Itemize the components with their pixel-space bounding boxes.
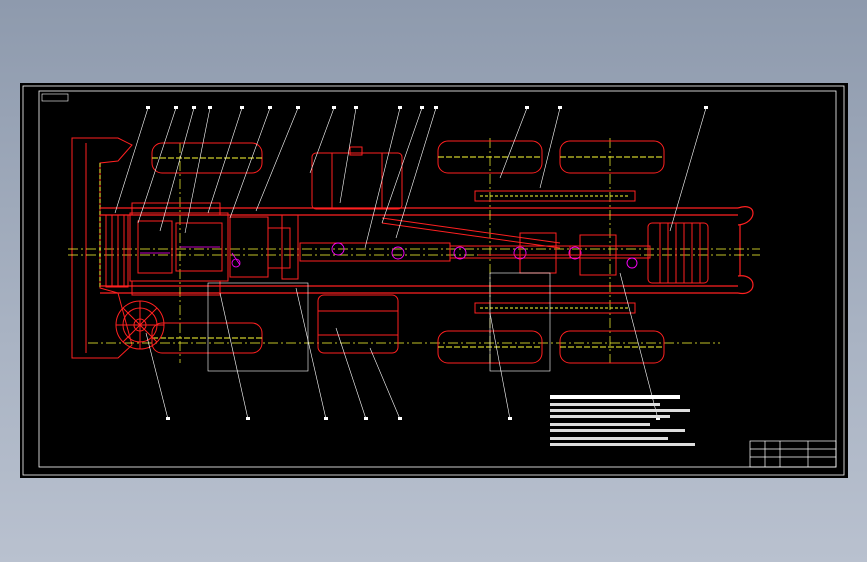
callout-leader-lines [114, 107, 707, 420]
callout-marker-5 [240, 106, 244, 109]
callout-leader-2 [137, 107, 177, 224]
callout-leader-5 [207, 107, 243, 214]
callout-marker-18 [324, 417, 328, 420]
callout-leader-18 [295, 287, 327, 420]
callout-marker-11 [420, 106, 424, 109]
callout-leader-17 [219, 292, 249, 420]
sheet-border-outer [22, 85, 845, 476]
engine [129, 202, 229, 296]
callout-leader-12 [395, 107, 437, 239]
front-bumper [71, 137, 133, 359]
callout-marker-19 [364, 417, 368, 420]
winch [647, 222, 709, 284]
callout-marker-1 [146, 106, 150, 109]
callout-leader-14 [539, 107, 561, 189]
callout-marker-21 [508, 417, 512, 420]
sheet-stamp-box [41, 93, 69, 102]
rear-axle-2-bottom-wheels [559, 330, 665, 364]
front-wheel-bottom [151, 322, 263, 354]
callout-leader-3 [159, 107, 195, 232]
rear-axle-1-top-wheels [437, 140, 543, 174]
engine-hatching [140, 246, 241, 268]
callout-leader-13 [499, 107, 528, 179]
callout-marker-6 [268, 106, 272, 109]
spare-wheel [115, 300, 165, 350]
callout-marker-15 [704, 106, 708, 109]
fuel-tank-top [311, 146, 403, 210]
callout-marker-17 [246, 417, 250, 420]
frame-rails [100, 206, 754, 294]
callout-marker-2 [174, 106, 178, 109]
battery-box [317, 294, 399, 354]
callout-leader-22 [619, 272, 659, 420]
callout-marker-22 [656, 417, 660, 420]
callout-marker-4 [208, 106, 212, 109]
callout-leader-7 [255, 107, 299, 212]
callout-leader-10 [364, 107, 401, 249]
callout-leader-15 [669, 107, 707, 232]
callout-marker-20 [398, 417, 402, 420]
callout-leader-19 [335, 327, 367, 420]
callout-marker-16 [166, 417, 170, 420]
callout-marker-12 [434, 106, 438, 109]
dimension-lines [207, 272, 551, 372]
callout-marker-7 [296, 106, 300, 109]
callout-marker-8 [332, 106, 336, 109]
leaf-springs [474, 190, 636, 314]
chassis-assembly-drawing [22, 85, 845, 476]
technical-notes [550, 395, 695, 446]
sheet-border-inner [38, 90, 837, 468]
callout-marker-14 [558, 106, 562, 109]
callout-leader-21 [489, 312, 511, 420]
callout-leader-4 [184, 107, 211, 234]
callout-leader-8 [309, 107, 335, 174]
radiator [105, 214, 129, 288]
callout-leader-20 [369, 347, 401, 420]
callout-leader-6 [229, 107, 271, 219]
front-wheel-top [151, 142, 263, 174]
callout-leader-16 [145, 332, 169, 420]
callout-marker-10 [398, 106, 402, 109]
callout-marker-9 [354, 106, 358, 109]
gearbox [229, 214, 299, 280]
cad-viewport[interactable] [20, 83, 848, 478]
drive-shaft [299, 217, 651, 262]
callout-leader-11 [381, 107, 423, 224]
callout-marker-3 [192, 106, 196, 109]
rear-differentials [478, 232, 640, 276]
callout-leader-1 [114, 107, 149, 214]
callout-markers [146, 106, 708, 420]
title-block [749, 440, 837, 468]
rear-axle-2-top-wheels [559, 140, 665, 174]
callout-marker-13 [525, 106, 529, 109]
callout-leader-9 [339, 107, 357, 204]
